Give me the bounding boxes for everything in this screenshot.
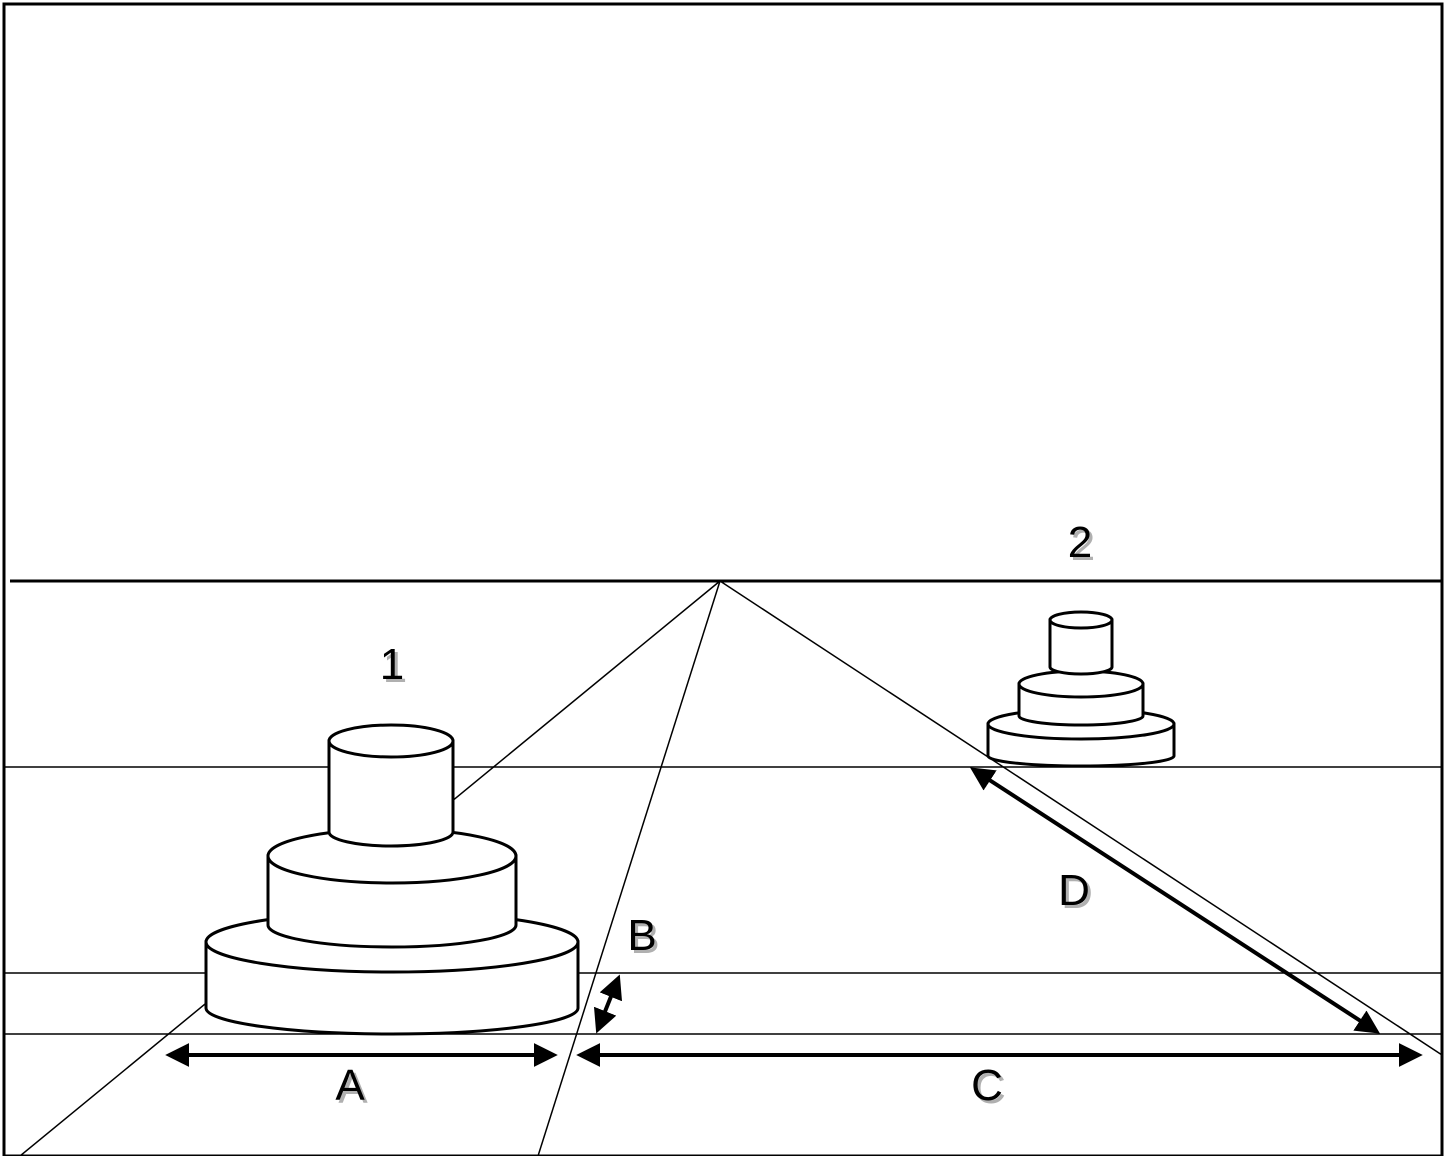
label-object-2-text: 2 <box>1068 518 1092 567</box>
label-b: B B <box>627 911 659 963</box>
label-d-text: D <box>1058 866 1090 915</box>
label-object-1: 1 1 <box>380 640 407 692</box>
label-b-text: B <box>627 911 656 960</box>
label-c: C C <box>971 1061 1006 1113</box>
perspective-line-center <box>537 580 721 1156</box>
label-c-shadow: C <box>974 1064 1006 1113</box>
label-object-1-shadow: 1 <box>383 643 407 692</box>
label-object-1-text: 1 <box>380 640 404 689</box>
label-c-text: C <box>971 1061 1003 1110</box>
label-object-2: 2 2 <box>1068 518 1095 570</box>
stacked-cylinder-1 <box>204 723 580 1036</box>
label-a-text: A <box>335 1061 365 1110</box>
label-a-shadow: A <box>338 1064 368 1113</box>
label-d: D D <box>1058 866 1093 918</box>
label-a: A A <box>335 1061 368 1113</box>
arrow-b <box>593 974 623 1034</box>
stacked-cylinder-2 <box>986 610 1176 768</box>
label-object-2-shadow: 2 <box>1071 521 1095 570</box>
label-b-shadow: B <box>630 914 659 963</box>
arrow-d <box>969 767 1381 1034</box>
label-d-shadow: D <box>1061 869 1093 918</box>
